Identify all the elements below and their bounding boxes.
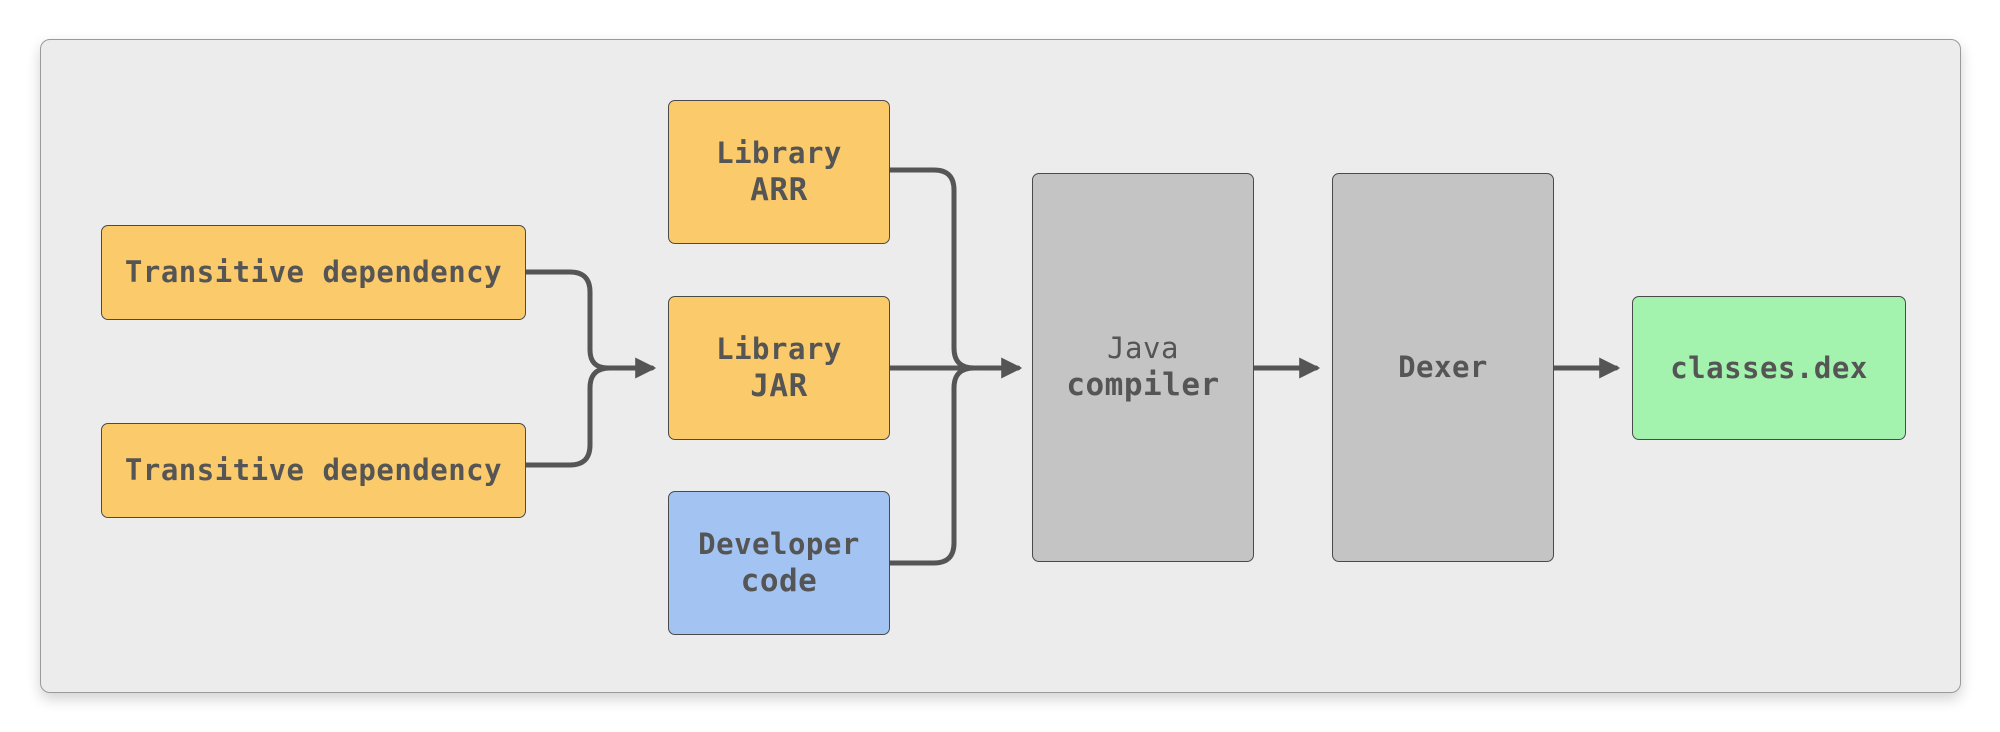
java-compiler-line2: compiler [1066,367,1220,404]
developer-code-line2: code [740,562,818,599]
library-jar-node: Library JAR [668,296,890,440]
developer-code-node: Developer code [668,491,890,635]
developer-code-line1: Developer [698,526,860,561]
transitive-dependency-node-1: Transitive dependency [101,225,526,320]
classes-dex-label: classes.dex [1670,350,1868,385]
dexer-node: Dexer [1332,173,1554,562]
transitive-dependency-label-1: Transitive dependency [124,255,503,290]
library-jar-line2: JAR [750,367,808,404]
library-arr-node: Library ARR [668,100,890,244]
java-compiler-node: Java compiler [1032,173,1254,562]
library-arr-line2: ARR [750,171,808,208]
transitive-dependency-node-2: Transitive dependency [101,423,526,518]
transitive-dependency-label-2: Transitive dependency [124,453,503,488]
dexer-label: Dexer [1398,350,1488,385]
library-arr-line1: Library [716,135,842,170]
classes-dex-node: classes.dex [1632,296,1906,440]
java-compiler-line1: Java [1107,331,1179,365]
library-jar-line1: Library [716,331,842,366]
